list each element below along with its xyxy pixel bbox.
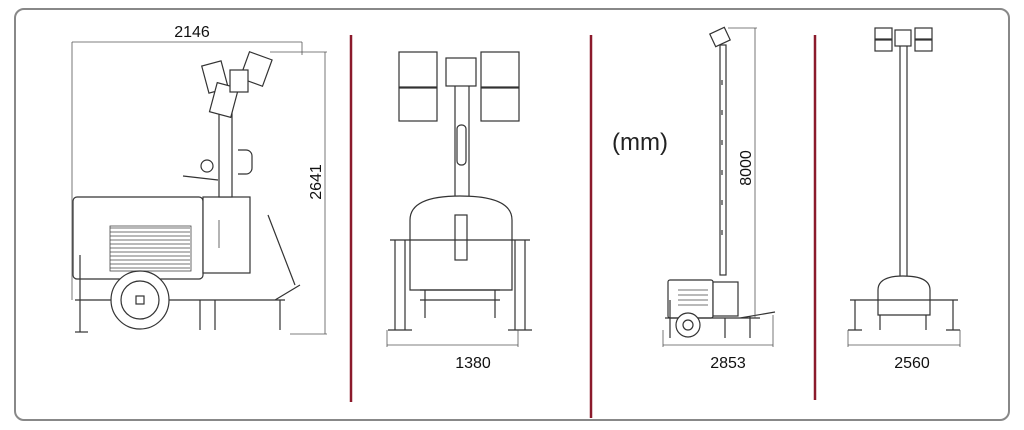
front-view: 1380 [386,51,532,372]
dimension-label: 1380 [455,355,491,372]
dimension-label: 8000 [738,150,755,186]
dimension-label: 2560 [894,355,930,372]
dimension-label: 2641 [308,164,325,200]
extended-side-view-drawing [665,26,776,338]
side-view-drawing [72,50,301,333]
dimension-height-8000: 8000 [728,27,757,318]
dimension-label: 2146 [174,24,210,41]
diagram-frame [14,8,1010,421]
side-view: 2146 2641 [71,24,327,335]
front-view-drawing [388,51,532,331]
dimension-width-2146: 2146 [71,24,303,300]
dimension-width-2560: 2560 [847,330,961,372]
extended-front-view-drawing [848,27,960,331]
extended-front-view: 2560 [847,27,961,372]
dimension-width-1380: 1380 [386,330,519,372]
unit-label: (mm) [612,129,668,156]
dimension-label: 2853 [710,355,746,372]
dimension-height-2641: 2641 [270,51,327,335]
extended-side-view: 8000 2853 [662,26,776,372]
dimension-width-2853: 2853 [662,315,774,372]
